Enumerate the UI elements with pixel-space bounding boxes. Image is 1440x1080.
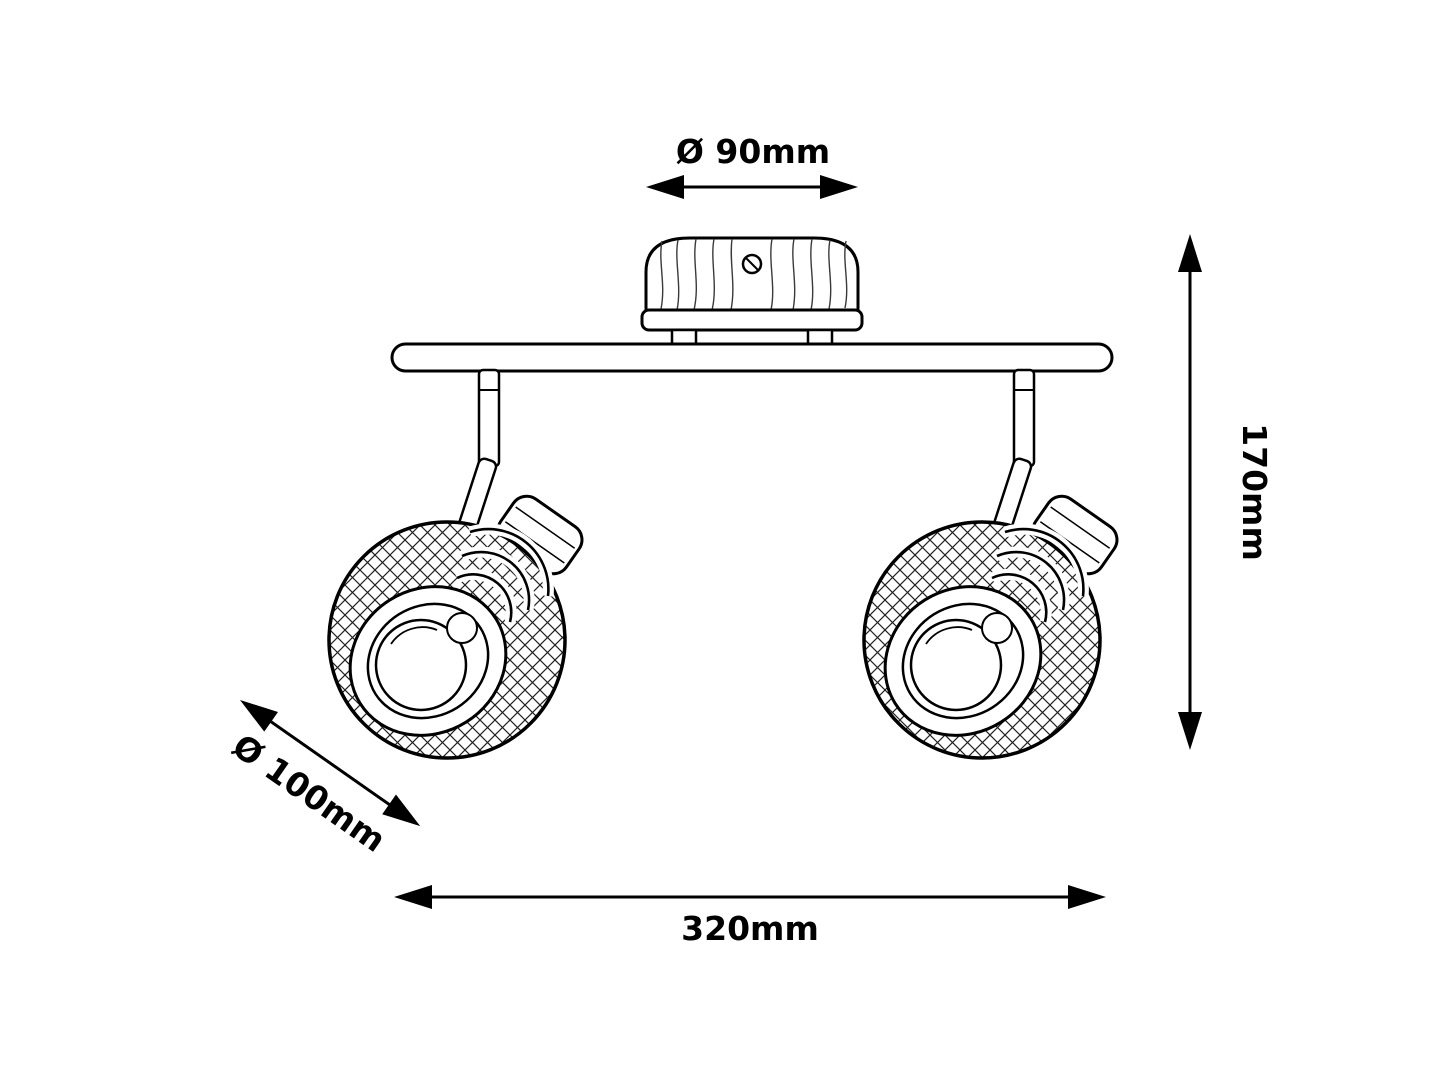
right-socket-detail	[981, 612, 1013, 644]
canopy-diameter-label: Ø 90mm	[676, 132, 830, 171]
arrow-left-icon	[646, 175, 684, 199]
ceiling-canopy	[640, 236, 864, 348]
height-label: 170mm	[1235, 423, 1274, 561]
canopy-flange	[640, 308, 864, 332]
arrow-downright-icon	[382, 794, 421, 827]
right-back-cap	[1031, 494, 1119, 576]
right-spotlight	[862, 368, 1119, 760]
right-bulb	[909, 618, 1003, 712]
shade-diameter-label: Ø 100mm	[225, 726, 393, 860]
total-width-label: 320mm	[681, 909, 819, 948]
arrow-down-icon	[1178, 712, 1202, 750]
left-socket-rings	[454, 523, 554, 624]
right-socket-rings	[989, 523, 1089, 624]
left-socket-detail	[446, 612, 478, 644]
wood-grain	[660, 238, 848, 311]
canopy-body	[644, 236, 860, 314]
left-spotlight	[327, 368, 584, 760]
left-bulb-highlight	[390, 626, 438, 645]
arrow-upleft-icon	[240, 700, 279, 732]
left-stem	[477, 368, 501, 468]
arrow-right-icon	[820, 175, 858, 199]
arrow-up-icon	[1178, 234, 1202, 272]
dim-height: 170mm	[1178, 234, 1274, 750]
arrow-left-icon	[394, 885, 432, 909]
mounting-bar	[390, 342, 1114, 373]
screw-slot	[745, 257, 759, 271]
dim-total-width: 320mm	[394, 885, 1106, 948]
left-bulb	[374, 618, 468, 712]
right-bulb-highlight	[925, 626, 973, 645]
right-stem	[1012, 368, 1036, 468]
dim-canopy-diameter: Ø 90mm	[646, 132, 858, 199]
arrow-right-icon	[1068, 885, 1106, 909]
